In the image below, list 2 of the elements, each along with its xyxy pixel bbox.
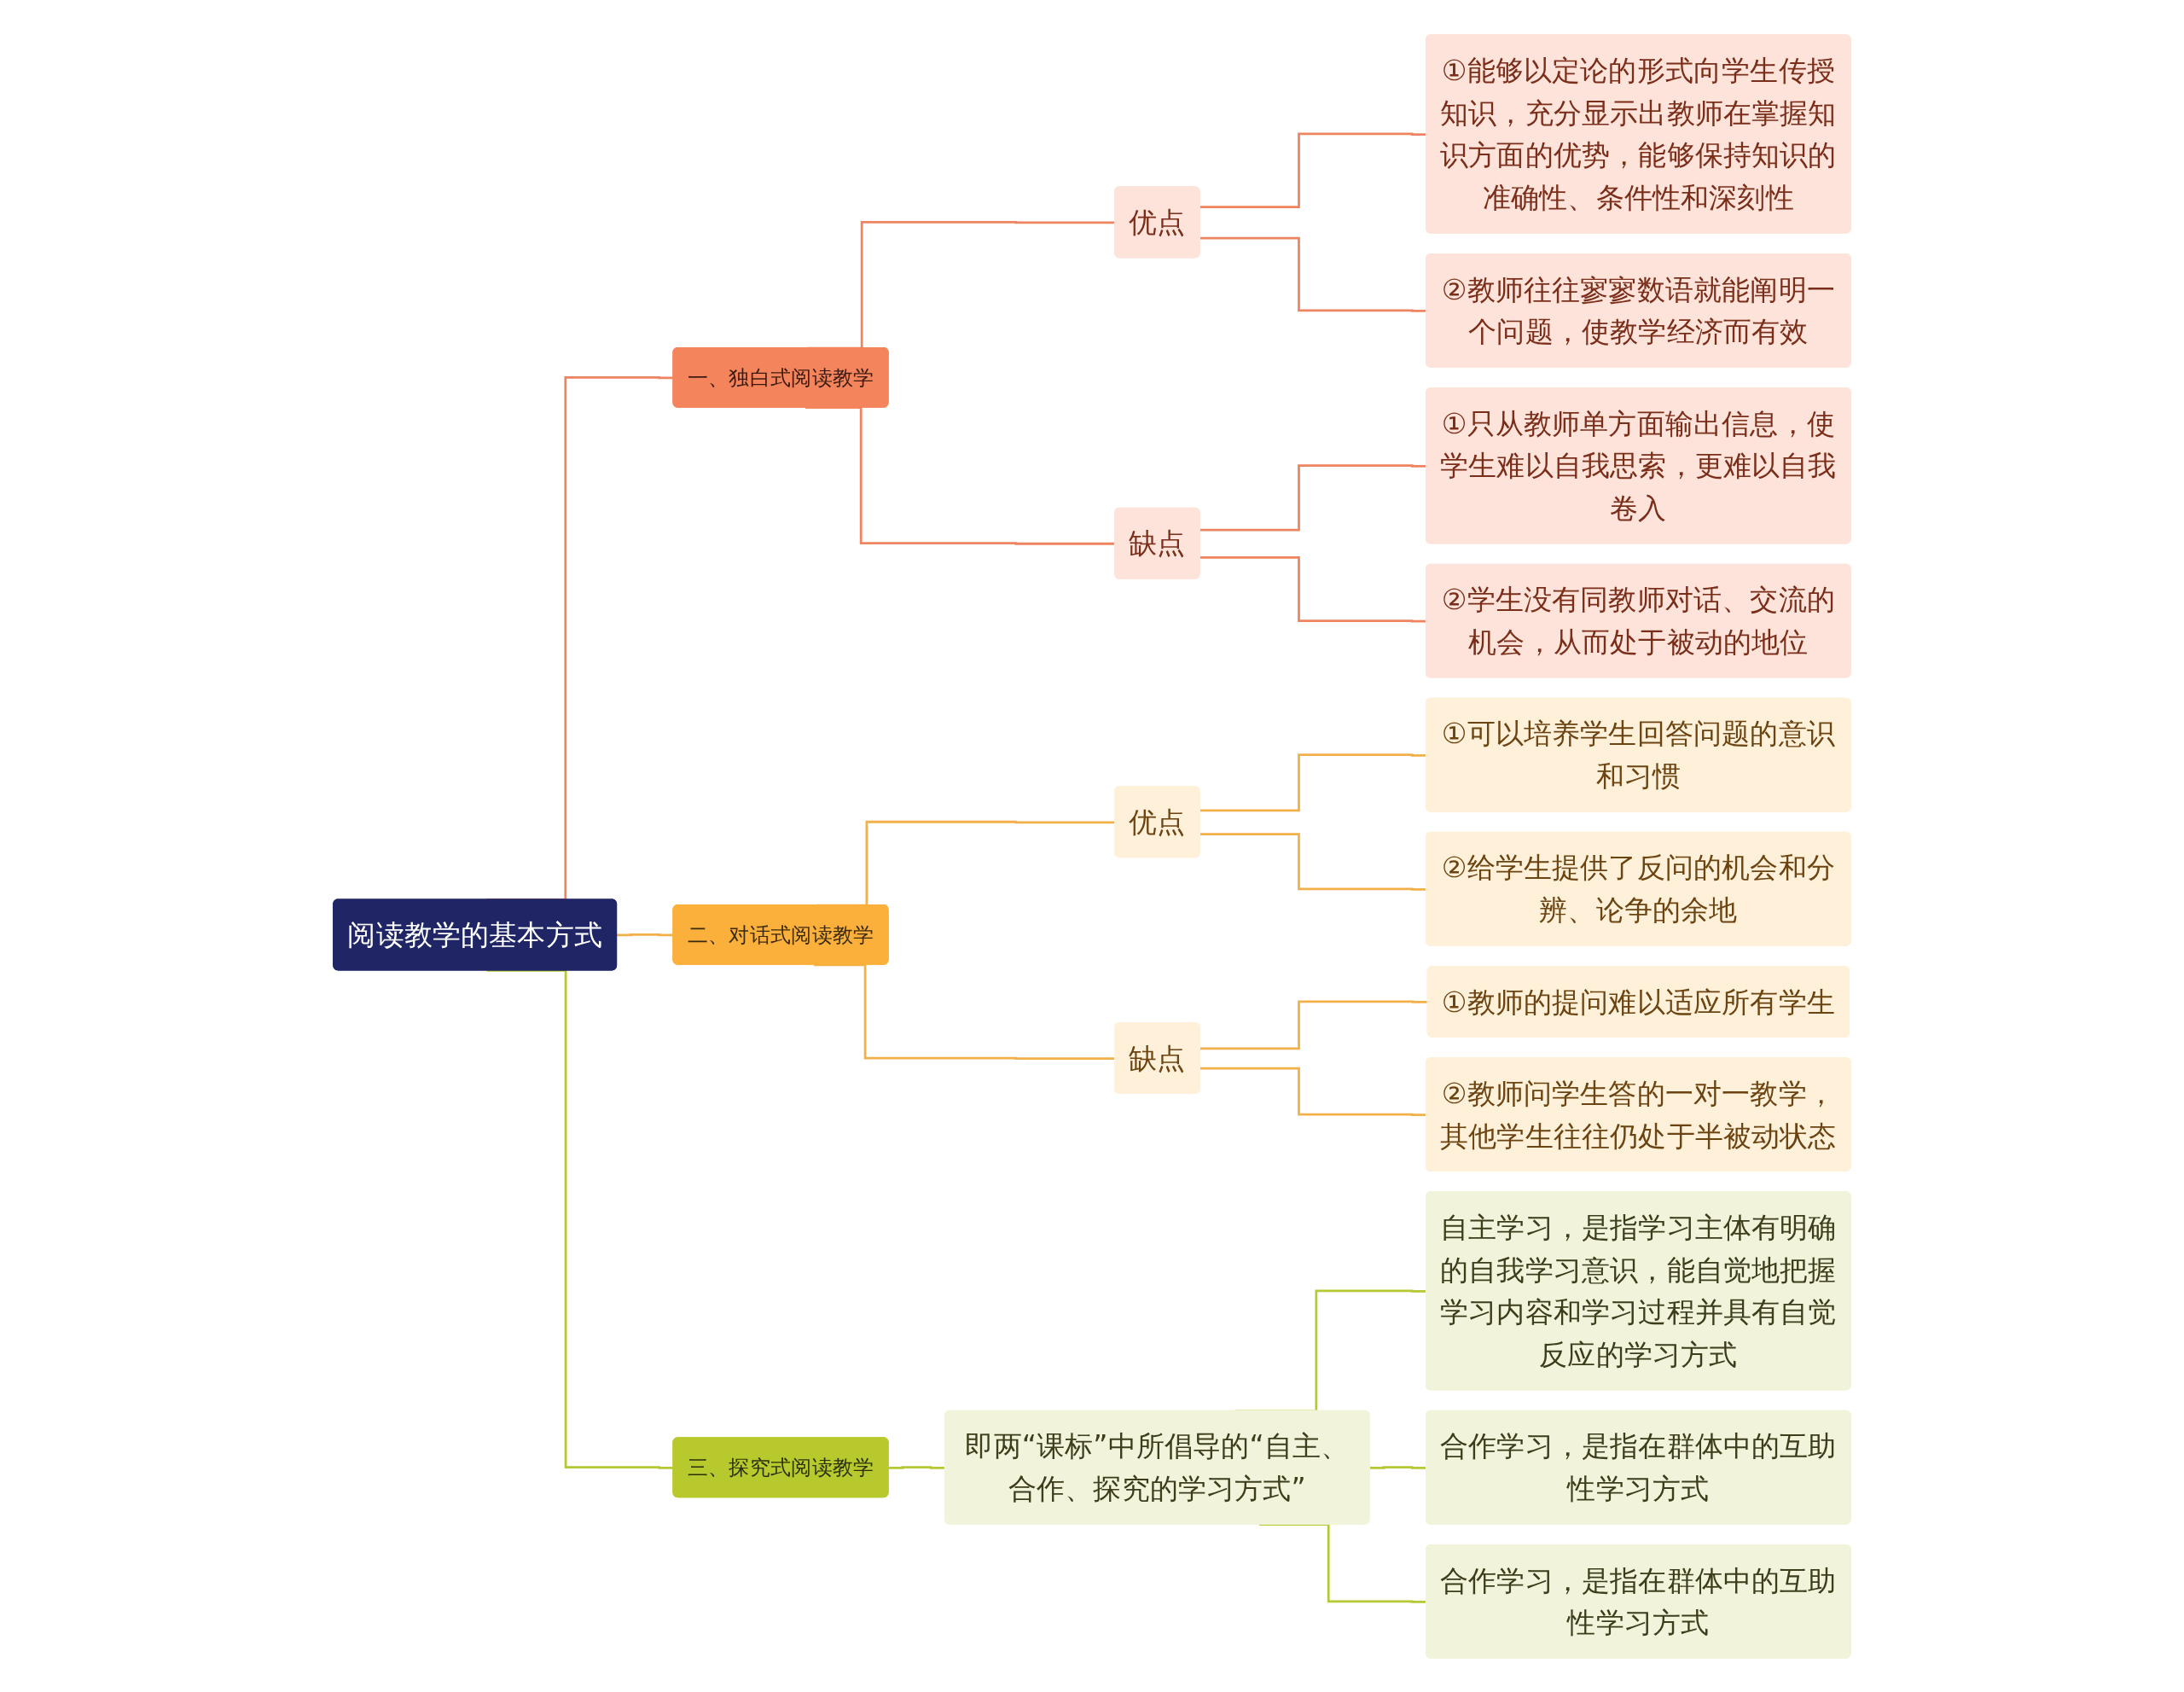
connector <box>1199 1000 1428 1050</box>
connector <box>888 1465 945 1469</box>
